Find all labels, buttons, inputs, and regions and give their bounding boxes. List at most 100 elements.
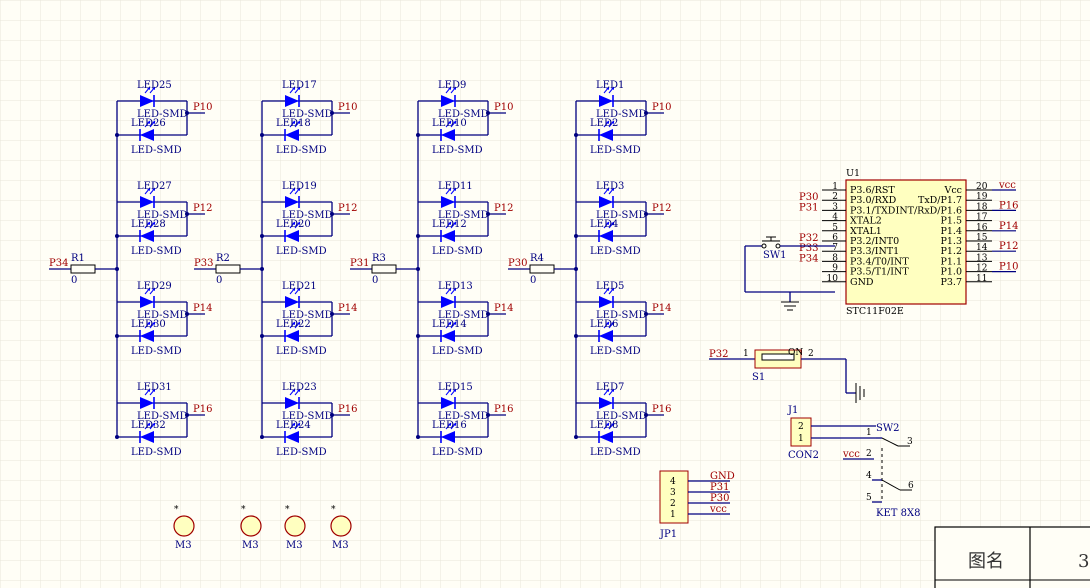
led-type: LED-SMD — [590, 145, 641, 156]
led-led23[interactable] — [285, 388, 301, 409]
jp1-pin-net: P31 — [710, 482, 729, 493]
pin-name: XTAL2 — [850, 216, 882, 227]
led-led17[interactable] — [285, 86, 301, 107]
led-led29[interactable] — [140, 287, 156, 308]
led-led8[interactable] — [598, 422, 615, 443]
led-ref: LED15 — [438, 382, 473, 393]
led-led5[interactable] — [599, 287, 615, 308]
net-label: P10 — [193, 102, 212, 113]
pin-name: INT/RxD/P1.6 — [896, 205, 962, 216]
pin-net: P33 — [799, 243, 818, 254]
title-block: 图名 3 — [934, 526, 1090, 588]
net-label: P14 — [193, 303, 212, 314]
led-ref: LED22 — [276, 319, 311, 330]
sw2-switch[interactable]: SW2 1 3 vcc 2 4 6 5 KET 8X8 — [842, 423, 920, 519]
led-led19[interactable] — [285, 187, 301, 208]
led-ref: LED5 — [596, 281, 624, 292]
resistor-value: 0 — [216, 275, 222, 286]
led-led13[interactable] — [441, 287, 457, 308]
led-type: LED-SMD — [438, 109, 489, 120]
pin-net: P14 — [999, 221, 1018, 232]
led-led22[interactable] — [284, 321, 301, 342]
pin-net: P16 — [999, 200, 1018, 211]
pin-number: 5 — [832, 223, 838, 233]
net-label: P10 — [494, 102, 513, 113]
jp1-pin-net: vcc — [709, 504, 727, 515]
led-led31[interactable] — [140, 388, 156, 409]
led-led21[interactable] — [285, 287, 301, 308]
led-led1[interactable] — [599, 86, 615, 107]
pin-number: 10 — [827, 274, 839, 284]
pin-net: P10 — [999, 262, 1018, 273]
pin-name: P1.0 — [940, 267, 962, 278]
led-led7[interactable] — [599, 388, 615, 409]
led-led12[interactable] — [440, 221, 457, 242]
led-led27[interactable] — [140, 187, 156, 208]
resistor-r1[interactable] — [70, 264, 96, 274]
led-ref: LED19 — [282, 181, 317, 192]
mounting-holes: *M3*M3*M3*M3 — [173, 505, 352, 551]
led-led4[interactable] — [598, 221, 615, 242]
led-led25[interactable] — [140, 86, 156, 107]
led-led11[interactable] — [441, 187, 457, 208]
led-led32[interactable] — [139, 422, 156, 443]
sw2-net: vcc — [842, 449, 860, 460]
resistor-r3[interactable] — [371, 264, 397, 274]
led-led16[interactable] — [440, 422, 457, 443]
sw1-switch[interactable]: SW1 — [744, 236, 835, 311]
led-led10[interactable] — [440, 120, 457, 141]
jp1-pin-number: 4 — [670, 477, 676, 487]
resistor-value: 0 — [71, 275, 77, 286]
pin-number: 17 — [976, 213, 988, 223]
led-type: LED-SMD — [432, 246, 483, 257]
led-ref: LED11 — [438, 181, 473, 192]
svg-text:1: 1 — [743, 349, 749, 359]
led-led18[interactable] — [284, 120, 301, 141]
pin-net: P32 — [799, 233, 818, 244]
resistor-r2[interactable] — [215, 264, 241, 274]
resistor-r4[interactable] — [529, 264, 555, 274]
led-led20[interactable] — [284, 221, 301, 242]
led-ref: LED26 — [131, 118, 166, 129]
resistor-ref: R3 — [372, 253, 386, 264]
s1-switch[interactable]: P32 1 ON 2 S1 — [709, 348, 865, 403]
pin-number: 14 — [976, 243, 988, 253]
led-led15[interactable] — [441, 388, 457, 409]
led-led14[interactable] — [440, 321, 457, 342]
led-type: LED-SMD — [432, 447, 483, 458]
net-label: P16 — [193, 404, 212, 415]
resistor-ref: R4 — [530, 253, 544, 264]
svg-text:2: 2 — [798, 422, 804, 432]
led-type: LED-SMD — [432, 145, 483, 156]
led-ref: LED2 — [590, 118, 618, 129]
s1-state: ON — [788, 348, 803, 358]
led-led6[interactable] — [598, 321, 615, 342]
led-led28[interactable] — [139, 221, 156, 242]
led-led2[interactable] — [598, 120, 615, 141]
pin-number: 3 — [832, 202, 838, 212]
drive-net: P31 — [350, 258, 369, 269]
j1-connector[interactable]: J1 2 1 CON2 — [787, 405, 876, 461]
drive-net: P30 — [508, 258, 527, 269]
led-type: LED-SMD — [131, 346, 182, 357]
pin-number: 4 — [832, 213, 838, 223]
led-led24[interactable] — [284, 422, 301, 443]
led-type: LED-SMD — [137, 310, 188, 321]
pin-number: 20 — [976, 182, 988, 192]
led-type: LED-SMD — [282, 310, 333, 321]
led-type: LED-SMD — [137, 411, 188, 422]
led-type: LED-SMD — [282, 109, 333, 120]
resistor-value: 0 — [372, 275, 378, 286]
net-label: P12 — [193, 203, 212, 214]
resistor-value: 0 — [530, 275, 536, 286]
led-led9[interactable] — [441, 86, 457, 107]
led-led26[interactable] — [139, 120, 156, 141]
led-led30[interactable] — [139, 321, 156, 342]
led-ref: LED9 — [438, 80, 466, 91]
led-led3[interactable] — [599, 187, 615, 208]
led-ref: LED27 — [137, 181, 172, 192]
mcu-body — [845, 179, 967, 305]
title-label: 图名 — [968, 551, 1004, 572]
